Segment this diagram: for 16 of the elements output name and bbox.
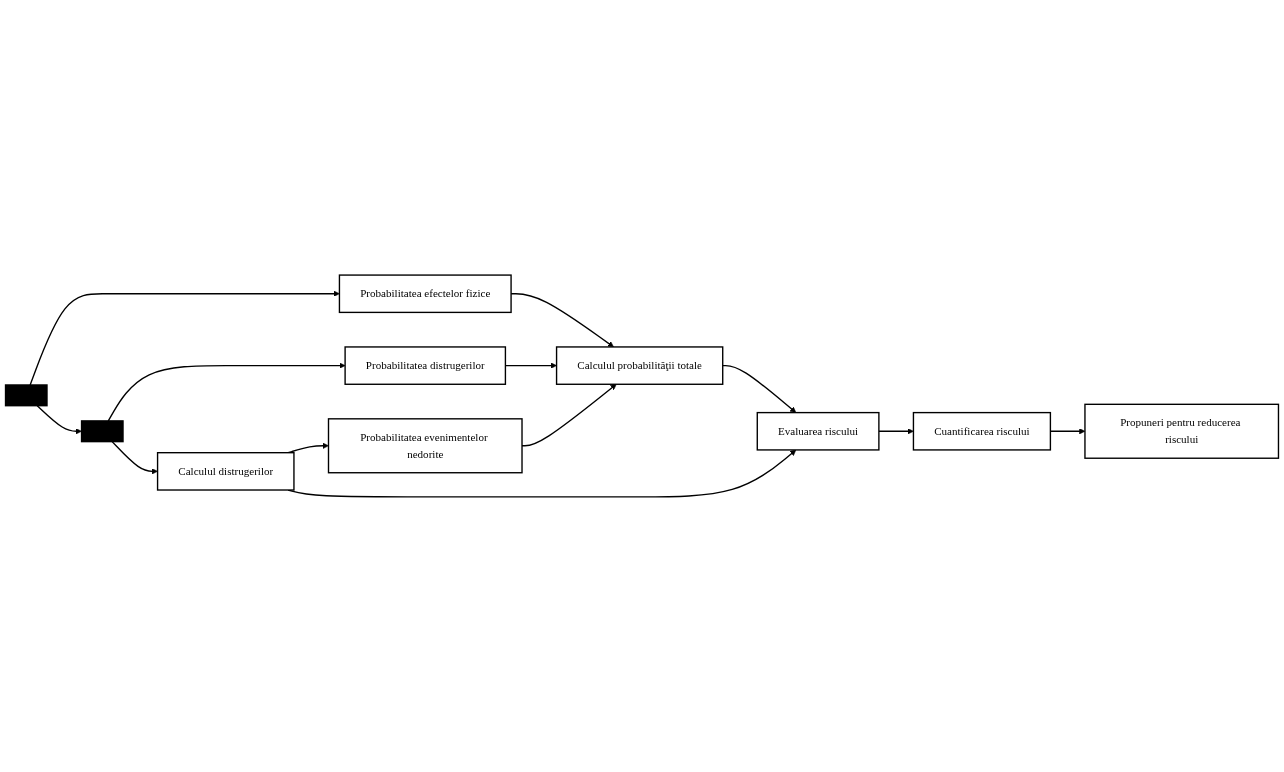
arrow: [111, 440, 158, 475]
node-box: Probabilitatea efectelor fizice: [338, 274, 512, 314]
arrow: [878, 428, 914, 435]
arrow: [36, 405, 82, 435]
node-box: [4, 384, 48, 407]
node-box: Calculul probabilităţii totale: [555, 346, 724, 385]
node-box: [80, 420, 124, 443]
node-box: Calculul distrugerilor: [156, 452, 295, 491]
arrow: [29, 290, 340, 386]
node-box: Cuantificarea riscului: [912, 411, 1052, 451]
node-box: Probabilitatea distrugerilor: [344, 346, 507, 385]
node-box: Propuneri pentru reducerea riscului: [1084, 403, 1280, 459]
arrow: [722, 364, 797, 413]
arrow: [107, 362, 346, 422]
node-box: Evaluarea riscului: [756, 411, 880, 451]
node-box: Probabilitatea evenimentelor nedorite: [327, 418, 523, 474]
